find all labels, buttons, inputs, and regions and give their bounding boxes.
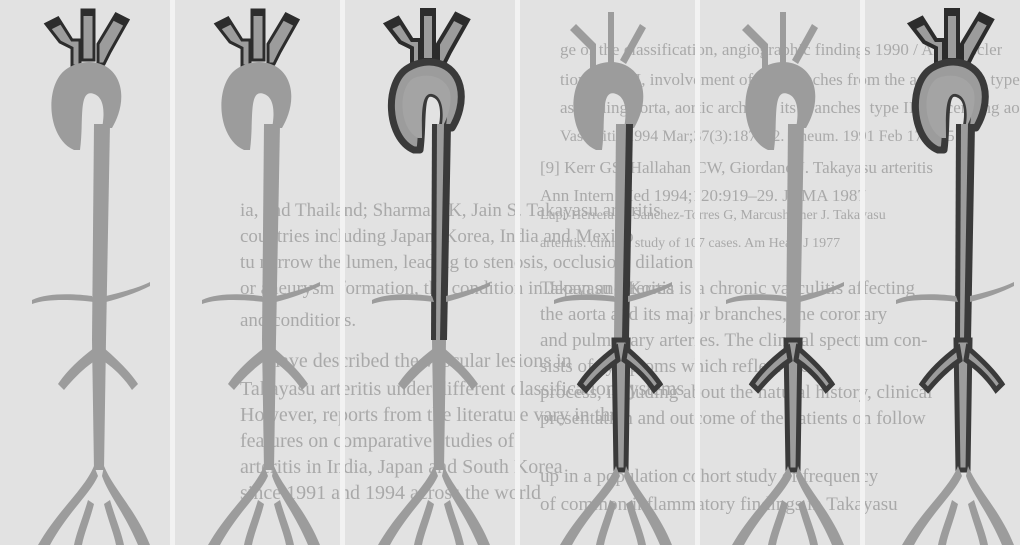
aorta-drawing	[358, 0, 498, 545]
renal-artery	[228, 348, 266, 390]
panel-6	[882, 0, 1020, 545]
supra-aortic-branch	[82, 10, 94, 60]
panel-4	[540, 0, 680, 545]
aortic-arch	[573, 62, 643, 150]
supra-aortic-branch	[620, 24, 646, 64]
descending-aorta	[262, 124, 280, 340]
renal-artery	[442, 348, 478, 390]
supra-aortic-branch	[422, 10, 434, 60]
supra-aortic-branch	[946, 10, 958, 60]
panel-1	[18, 0, 158, 545]
iliac-artery	[768, 500, 788, 545]
descending-aorta	[786, 124, 804, 340]
side-branch	[554, 294, 616, 304]
aortic-arch	[915, 62, 985, 150]
descending-wall-thickening	[955, 124, 961, 340]
column-divider	[695, 0, 700, 545]
renal-artery	[272, 348, 308, 390]
renal-artery	[102, 348, 138, 390]
side-branch	[800, 282, 844, 302]
side-branch	[106, 282, 150, 302]
side-branch	[32, 294, 94, 304]
aortic-arch	[51, 62, 121, 150]
branch-cap	[946, 10, 958, 16]
iliac-artery	[938, 500, 958, 545]
supra-aortic-branch	[570, 24, 596, 70]
supra-aortic-branch	[608, 12, 614, 64]
iliac-artery	[74, 500, 94, 545]
descending-aorta	[92, 124, 110, 340]
column-divider	[170, 0, 175, 545]
branch-cap	[252, 10, 264, 16]
panel-5	[712, 0, 852, 545]
aortic-arch	[745, 62, 815, 150]
column-divider	[515, 0, 520, 545]
supra-aortic-branch	[742, 24, 768, 70]
iliac-artery	[244, 500, 264, 545]
iliac-artery	[414, 500, 434, 545]
branch-cap	[82, 10, 94, 16]
side-branch	[202, 294, 264, 304]
aortic-arch	[391, 62, 461, 150]
aorta-drawing	[18, 0, 158, 545]
side-branch	[726, 294, 788, 304]
aorta-drawing	[540, 0, 680, 545]
panel-2	[188, 0, 328, 545]
branch-cap	[422, 10, 434, 16]
supra-aortic-branch	[792, 24, 818, 64]
side-branch	[372, 294, 434, 304]
side-branch	[628, 282, 672, 302]
side-branch	[446, 282, 490, 302]
side-branch	[896, 294, 958, 304]
aorta-drawing	[882, 0, 1020, 545]
renal-artery	[58, 348, 96, 390]
descending-wall-thickening	[431, 124, 437, 340]
iliac-artery	[596, 500, 616, 545]
side-branch	[970, 282, 1014, 302]
panel-3	[358, 0, 498, 545]
aorta-drawing	[188, 0, 328, 545]
side-branch	[276, 282, 320, 302]
aorta-drawing	[712, 0, 852, 545]
supra-aortic-branch	[780, 12, 786, 64]
aortic-arch	[221, 62, 291, 150]
supra-aortic-branch	[252, 10, 264, 60]
column-divider	[860, 0, 865, 545]
renal-artery	[398, 348, 436, 390]
column-divider	[340, 0, 345, 545]
